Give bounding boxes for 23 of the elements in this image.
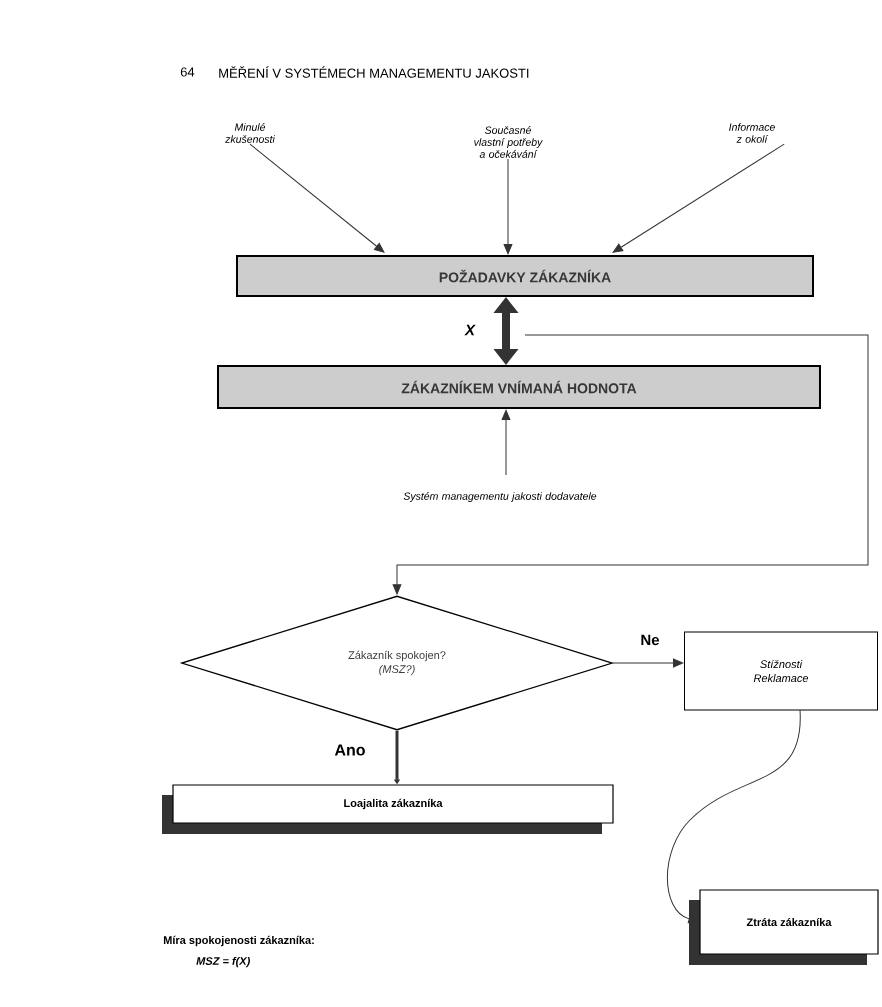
edge-label: Ne — [641, 634, 660, 646]
page-number: 64 — [180, 67, 195, 77]
input-text: Minulé zkušenosti — [225, 123, 276, 143]
arrow — [392, 334, 869, 595]
arrow — [249, 143, 385, 253]
heading: MĚŘENÍ V SYSTÉMECH MANAGEMENTU JAKOSTI — [219, 66, 529, 78]
arrow — [666, 709, 801, 924]
process-box: POŽADAVKY ZÁKAZNÍKA — [236, 255, 814, 297]
edge-label: Ano — [334, 744, 365, 756]
arrow — [612, 658, 684, 668]
note-text: Míra spokojenosti zákazníka: — [163, 935, 314, 947]
input-text: Informace z okolí — [729, 123, 775, 143]
input-text: Systém managementu jakosti dodavatele — [403, 492, 597, 502]
input-text: Současné vlastní potřeby a očekávání — [474, 126, 543, 158]
outcome-box: Ztráta zákazníka — [689, 889, 879, 965]
arrow — [503, 158, 513, 255]
outcome-box: Loajalita zákazníka — [162, 784, 614, 834]
edge-label: X — [464, 324, 476, 336]
arrow — [501, 409, 511, 476]
formula-text: MSZ = f(X) — [196, 956, 250, 968]
process-box: ZÁKAZNÍKEM VNÍMANÁ HODNOTA — [217, 365, 821, 409]
process-box: Stížnosti Reklamace — [684, 631, 878, 711]
arrow — [612, 143, 785, 253]
